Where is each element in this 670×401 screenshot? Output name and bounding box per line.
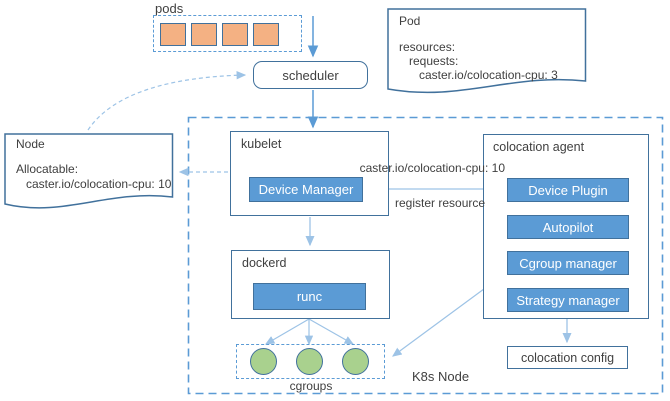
colocation-agent-title: colocation agent: [493, 140, 585, 154]
pods-row: [154, 16, 301, 46]
pod-doc-line1: resources:: [399, 40, 456, 54]
k8s-node-boundary: [187, 116, 664, 395]
runc-box: runc: [253, 283, 366, 310]
cgroups-label: cgroups: [289, 379, 333, 393]
cgroup-circle: [250, 348, 277, 375]
edge-node-to-scheduler-dashed: [87, 71, 247, 131]
register-resource-action-label: register resource: [395, 196, 486, 210]
dockerd-title: dockerd: [242, 256, 287, 270]
scheduler-box: scheduler: [253, 61, 368, 89]
pod-square: [160, 23, 186, 46]
edge-runc-to-cgroup-1: [264, 318, 310, 345]
device-plugin-box: Device Plugin: [507, 178, 629, 202]
edge-runc-to-cgroup-3: [308, 318, 355, 345]
colocation-agent-box: colocation agent Device Plugin Autopilot…: [483, 134, 649, 319]
cgroup-circle: [342, 348, 369, 375]
colocation-config-label: colocation config: [520, 350, 615, 365]
pod-doc-line2: requests:: [409, 54, 459, 68]
device-manager-label: Device Manager: [258, 182, 354, 197]
node-doc-line1: Allocatable:: [16, 162, 79, 176]
scheduler-label: scheduler: [282, 67, 339, 83]
device-plugin-label: Device Plugin: [528, 182, 608, 198]
pod-doc-shape: [387, 8, 587, 94]
pod-square: [253, 23, 279, 46]
register-resource-value-label: caster.io/colocation-cpu: 10: [359, 161, 505, 175]
pod-square: [191, 23, 217, 46]
kubelet-box: kubelet Device Manager: [230, 131, 389, 216]
colocation-config-box: colocation config: [507, 346, 628, 369]
pods-label: pods: [155, 1, 184, 16]
cgroups-group-box: [236, 344, 385, 379]
pod-square: [222, 23, 248, 46]
runc-label: runc: [296, 289, 323, 304]
strategy-manager-label: Strategy manager: [516, 292, 620, 308]
autopilot-label: Autopilot: [542, 219, 594, 235]
k8s-node-label: K8s Node: [412, 369, 470, 384]
autopilot-box: Autopilot: [507, 215, 629, 239]
pod-doc-line3: caster.io/colocation-cpu: 3: [419, 68, 558, 82]
pods-group-box: [153, 15, 302, 52]
node-doc-line2: caster.io/colocation-cpu: 10: [26, 177, 172, 191]
kubelet-title: kubelet: [241, 137, 282, 151]
cgroup-circle: [296, 348, 323, 375]
pod-doc-title: Pod: [399, 14, 421, 28]
cgroup-manager-label: Cgroup manager: [519, 255, 617, 271]
cgroup-manager-box: Cgroup manager: [507, 251, 629, 275]
node-doc-shape: [4, 133, 174, 209]
device-manager-box: Device Manager: [249, 177, 363, 202]
node-doc-title: Node: [16, 137, 45, 151]
dockerd-box: dockerd runc: [231, 250, 390, 319]
cgroups-row: [237, 345, 384, 375]
strategy-manager-box: Strategy manager: [507, 288, 629, 312]
